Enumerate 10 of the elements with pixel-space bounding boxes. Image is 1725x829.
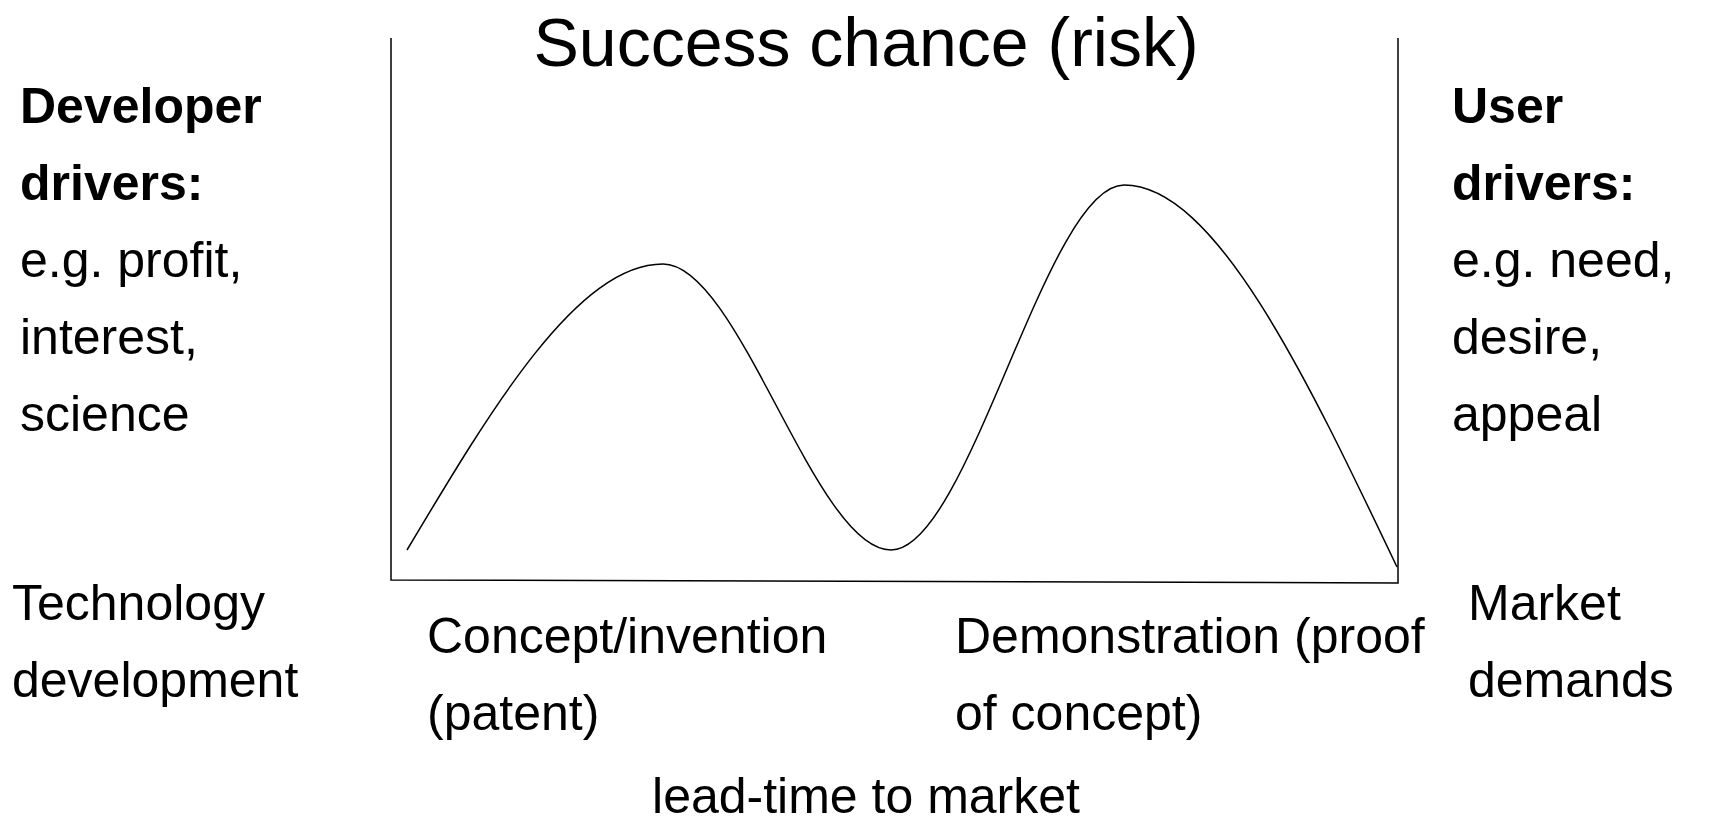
description: e.g. profit, interest, science: [20, 231, 244, 444]
stage-label: Concept/invention (patent): [427, 607, 829, 743]
heading: User drivers:: [1452, 77, 1637, 213]
title: Success chance (risk): [532, 3, 1200, 82]
stage-label: Demonstration (proof of concept): [955, 607, 1426, 743]
axis-end-label: Technology development: [12, 574, 300, 710]
axis-title: lead-time to market: [651, 768, 1081, 824]
description: e.g. need, desire, appeal: [1452, 231, 1676, 444]
heading: Developer drivers:: [20, 77, 263, 213]
axis-end-label: Market demands: [1468, 574, 1675, 710]
